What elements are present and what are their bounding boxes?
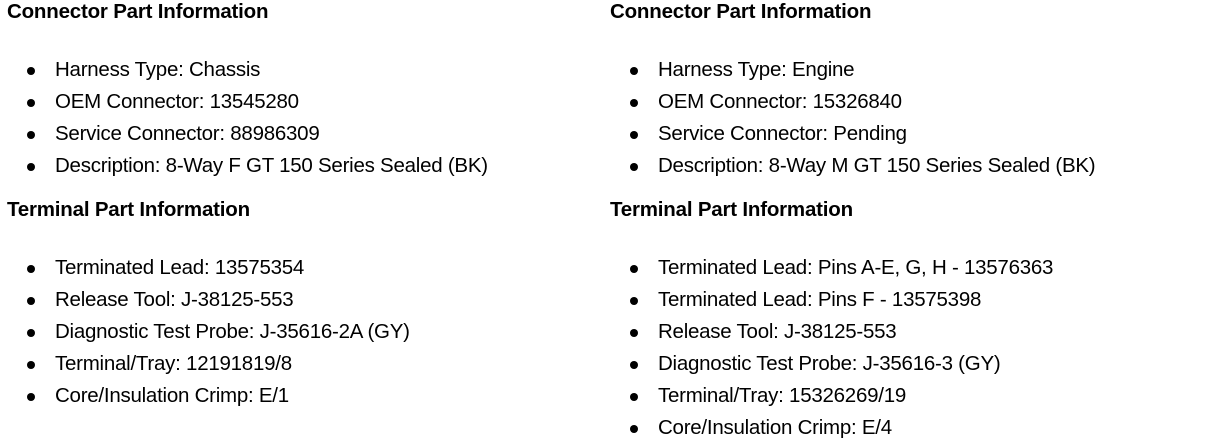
list-item-label: Harness Type: Chassis xyxy=(55,58,261,81)
connector-part-list-right: Harness Type: Engine OEM Connector: 1532… xyxy=(610,54,1216,182)
bullet-icon xyxy=(27,361,35,369)
list-item: Diagnostic Test Probe: J-35616-2A (GY) xyxy=(7,316,613,348)
list-item-label: Description: 8-Way M GT 150 Series Seale… xyxy=(658,154,1096,177)
bullet-icon xyxy=(630,131,638,139)
list-item-label: Service Connector: 88986309 xyxy=(55,122,320,145)
list-item: Terminated Lead: 13575354 xyxy=(7,252,613,284)
bullet-icon xyxy=(630,329,638,337)
list-item: Core/Insulation Crimp: E/4 xyxy=(610,412,1216,444)
bullet-icon xyxy=(630,297,638,305)
bullet-icon xyxy=(27,131,35,139)
right-column: Connector Part Information Harness Type:… xyxy=(610,0,1216,448)
list-item-label: Terminal/Tray: 12191819/8 xyxy=(55,352,292,375)
list-item: Harness Type: Engine xyxy=(610,54,1216,86)
list-item: Harness Type: Chassis xyxy=(7,54,613,86)
list-item: Release Tool: J-38125-553 xyxy=(610,316,1216,348)
connector-part-list-left: Harness Type: Chassis OEM Connector: 135… xyxy=(7,54,613,182)
list-item: Terminal/Tray: 12191819/8 xyxy=(7,348,613,380)
bullet-icon xyxy=(630,163,638,171)
bullet-icon xyxy=(630,393,638,401)
list-item-label: Terminated Lead: Pins F - 13575398 xyxy=(658,288,982,311)
bullet-icon xyxy=(27,99,35,107)
list-item-label: OEM Connector: 15326840 xyxy=(658,90,902,113)
list-item: Terminated Lead: Pins A-E, G, H - 135763… xyxy=(610,252,1216,284)
bullet-icon xyxy=(630,425,638,433)
list-item: Service Connector: Pending xyxy=(610,118,1216,150)
list-item-label: Core/Insulation Crimp: E/1 xyxy=(55,384,289,407)
list-item-label: Release Tool: J-38125-553 xyxy=(658,320,897,343)
list-item: Terminal/Tray: 15326269/19 xyxy=(610,380,1216,412)
terminal-part-information-section-left: Terminal Part Information Terminated Lea… xyxy=(7,198,613,412)
connector-part-information-section-right: Connector Part Information Harness Type:… xyxy=(610,0,1216,182)
connector-part-information-section-left: Connector Part Information Harness Type:… xyxy=(7,0,613,182)
list-item-label: Diagnostic Test Probe: J-35616-2A (GY) xyxy=(55,320,410,343)
list-item: OEM Connector: 13545280 xyxy=(7,86,613,118)
list-item-label: OEM Connector: 13545280 xyxy=(55,90,299,113)
list-item-label: Terminated Lead: Pins A-E, G, H - 135763… xyxy=(658,256,1054,279)
list-item: Diagnostic Test Probe: J-35616-3 (GY) xyxy=(610,348,1216,380)
bullet-icon xyxy=(27,265,35,273)
list-item: Service Connector: 88986309 xyxy=(7,118,613,150)
terminal-part-information-section-right: Terminal Part Information Terminated Lea… xyxy=(610,198,1216,444)
list-item: Core/Insulation Crimp: E/1 xyxy=(7,380,613,412)
list-item: Terminated Lead: Pins F - 13575398 xyxy=(610,284,1216,316)
list-item: Description: 8-Way F GT 150 Series Seale… xyxy=(7,150,613,182)
bullet-icon xyxy=(630,99,638,107)
list-item-label: Diagnostic Test Probe: J-35616-3 (GY) xyxy=(658,352,1001,375)
bullet-icon xyxy=(27,163,35,171)
section-heading-connector-right: Connector Part Information xyxy=(610,0,872,23)
list-item-label: Core/Insulation Crimp: E/4 xyxy=(658,416,892,439)
list-item-label: Harness Type: Engine xyxy=(658,58,855,81)
left-column: Connector Part Information Harness Type:… xyxy=(7,0,613,448)
section-heading-terminal-right: Terminal Part Information xyxy=(610,198,853,221)
bullet-icon xyxy=(27,67,35,75)
section-heading-terminal-left: Terminal Part Information xyxy=(7,198,250,221)
list-item: Description: 8-Way M GT 150 Series Seale… xyxy=(610,150,1216,182)
bullet-icon xyxy=(630,361,638,369)
list-item-label: Terminated Lead: 13575354 xyxy=(55,256,305,279)
list-item-label: Terminal/Tray: 15326269/19 xyxy=(658,384,906,407)
list-item-label: Release Tool: J-38125-553 xyxy=(55,288,294,311)
list-item: Release Tool: J-38125-553 xyxy=(7,284,613,316)
bullet-icon xyxy=(630,265,638,273)
section-heading-connector-left: Connector Part Information xyxy=(7,0,269,23)
bullet-icon xyxy=(630,67,638,75)
bullet-icon xyxy=(27,297,35,305)
terminal-part-list-left: Terminated Lead: 13575354 Release Tool: … xyxy=(7,252,613,412)
bullet-icon xyxy=(27,393,35,401)
list-item-label: Description: 8-Way F GT 150 Series Seale… xyxy=(55,154,488,177)
bullet-icon xyxy=(27,329,35,337)
list-item-label: Service Connector: Pending xyxy=(658,122,907,145)
list-item: OEM Connector: 15326840 xyxy=(610,86,1216,118)
terminal-part-list-right: Terminated Lead: Pins A-E, G, H - 135763… xyxy=(610,252,1216,444)
